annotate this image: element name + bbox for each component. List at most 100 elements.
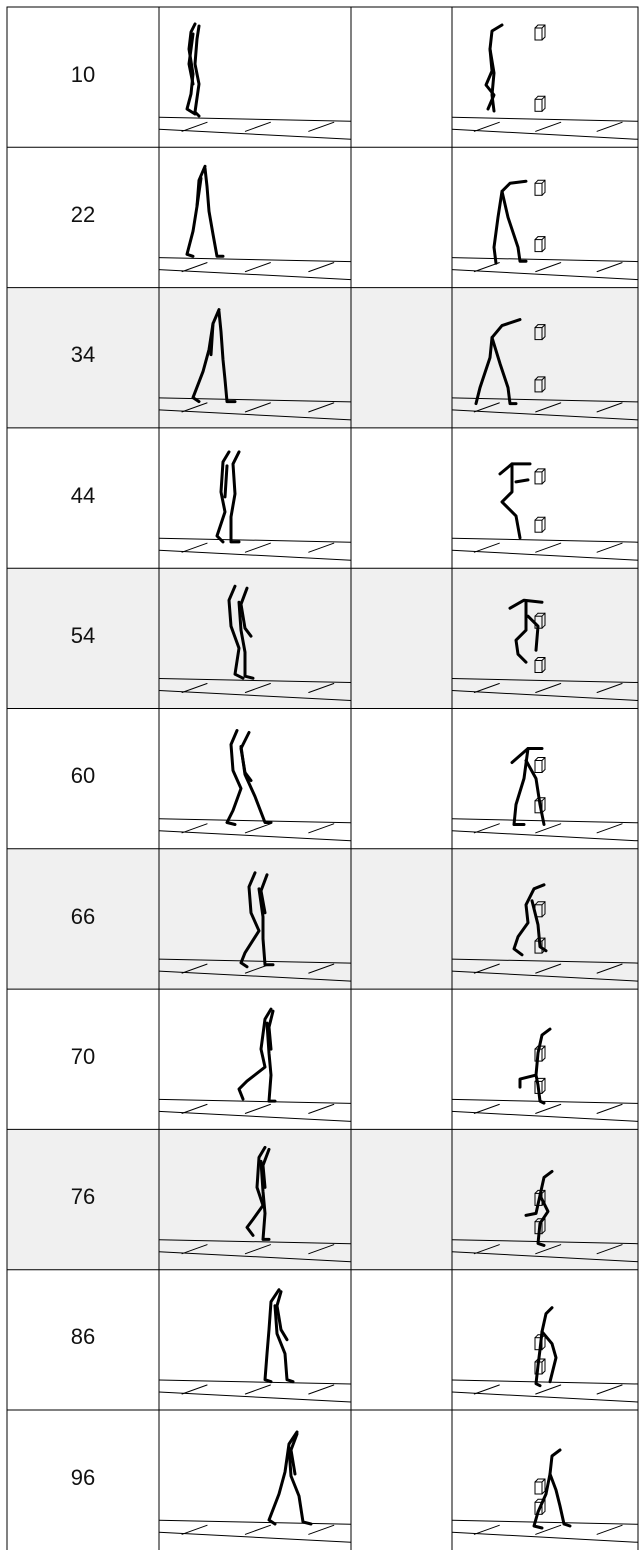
- floor-edge: [452, 398, 638, 402]
- floor-tile-line: [474, 964, 499, 973]
- floor-tile-line: [182, 824, 207, 833]
- floor-tile-line: [474, 1104, 499, 1113]
- floor-edge: [159, 959, 351, 963]
- obstacle-block: [535, 380, 542, 392]
- floor-tile-line: [245, 122, 270, 131]
- floor-tile-line: [245, 824, 270, 833]
- floor-edge: [452, 831, 638, 841]
- floor-tile-line: [182, 1245, 207, 1254]
- floor-tile-line: [474, 122, 499, 131]
- obstacle-block: [535, 99, 542, 111]
- floor-edge: [159, 1099, 351, 1103]
- stick-figure-limb: [502, 191, 526, 261]
- floor-tile-line: [474, 684, 499, 693]
- floor-tile-line: [309, 263, 334, 272]
- floor-tile-line: [182, 964, 207, 973]
- obstacle-block: [535, 761, 542, 773]
- floor-tile-line: [245, 1104, 270, 1113]
- stick-figure-limb: [263, 1149, 269, 1187]
- floor-edge: [452, 1392, 638, 1402]
- stick-figure-limb: [550, 1474, 570, 1526]
- stick-figure-limb: [225, 466, 227, 497]
- floor-tile-line: [182, 1525, 207, 1534]
- floor-edge: [159, 1392, 351, 1402]
- floor-tile-line: [182, 543, 207, 552]
- floor-tile-line: [536, 964, 561, 973]
- floor-tile-line: [536, 1104, 561, 1113]
- floor-tile-line: [536, 122, 561, 131]
- floor-edge: [452, 117, 638, 121]
- floor-tile-line: [309, 122, 334, 131]
- floor-tile-line: [597, 684, 622, 693]
- floor-tile-line: [182, 1104, 207, 1113]
- floor-edge: [159, 971, 351, 981]
- floor-tile-line: [182, 403, 207, 412]
- floor-tile-line: [536, 1245, 561, 1254]
- floor-edge: [452, 129, 638, 139]
- floor-tile-line: [536, 403, 561, 412]
- floor-edge: [159, 410, 351, 420]
- floor-tile-line: [309, 964, 334, 973]
- stick-figure-limb: [259, 889, 273, 965]
- obstacle-block: [535, 520, 542, 532]
- floor-tile-line: [245, 403, 270, 412]
- floor-tile-line: [245, 543, 270, 552]
- floor-tile-line: [309, 1245, 334, 1254]
- stick-figure-limb: [241, 588, 251, 636]
- floor-edge: [159, 550, 351, 560]
- floor-tile-line: [536, 684, 561, 693]
- stick-figure-limb: [277, 1292, 287, 1340]
- floor-tile-line: [182, 1385, 207, 1394]
- stick-figure-limb: [532, 901, 546, 951]
- floor-edge: [452, 270, 638, 280]
- stick-figure-limb: [193, 310, 219, 402]
- floor-edge: [452, 1111, 638, 1121]
- floor-edge: [452, 410, 638, 420]
- stick-figure-limb: [195, 26, 199, 116]
- floor-tile-line: [597, 403, 622, 412]
- floor-tile-line: [309, 684, 334, 693]
- floor-tile-line: [597, 122, 622, 131]
- stick-figure-limb: [241, 747, 271, 823]
- floor-tile-line: [536, 543, 561, 552]
- floor-edge: [452, 258, 638, 262]
- floor-edge: [452, 538, 638, 542]
- floor-edge: [452, 550, 638, 560]
- floor-tile-line: [597, 824, 622, 833]
- stick-figure-limb: [516, 602, 526, 662]
- floor-edge: [159, 1532, 351, 1542]
- floor-tile-line: [474, 1245, 499, 1254]
- floor-edge: [452, 971, 638, 981]
- floor-tile-line: [245, 684, 270, 693]
- floor-edge: [452, 1240, 638, 1244]
- obstacle-block: [535, 472, 542, 484]
- stick-figure-limb: [542, 1332, 556, 1382]
- floor-edge: [159, 117, 351, 121]
- stick-figure-limb: [211, 324, 213, 355]
- stick-figure-limb: [239, 602, 253, 678]
- floor-edge: [159, 819, 351, 823]
- floor-edge: [159, 1252, 351, 1262]
- floor-edge: [159, 679, 351, 683]
- stick-figure-limb: [241, 873, 259, 967]
- stick-figure-limb: [516, 480, 528, 482]
- floor-edge: [159, 1520, 351, 1524]
- floor-edge: [452, 1520, 638, 1524]
- floor-tile-line: [536, 263, 561, 272]
- stick-figure-limb: [536, 1308, 552, 1386]
- stick-figure-limb: [219, 312, 235, 402]
- floor-tile-line: [245, 1245, 270, 1254]
- floor-tile-line: [245, 1385, 270, 1394]
- stick-figure-limb: [536, 1075, 544, 1103]
- floor-edge: [159, 1380, 351, 1384]
- floor-edge: [159, 398, 351, 402]
- obstacle-block: [535, 661, 542, 673]
- obstacle-block: [535, 1482, 542, 1494]
- floor-edge: [159, 538, 351, 542]
- floor-tile-line: [309, 403, 334, 412]
- floor-tile-line: [597, 964, 622, 973]
- floor-tile-line: [474, 1385, 499, 1394]
- floor-tile-line: [474, 543, 499, 552]
- floor-edge: [452, 1532, 638, 1542]
